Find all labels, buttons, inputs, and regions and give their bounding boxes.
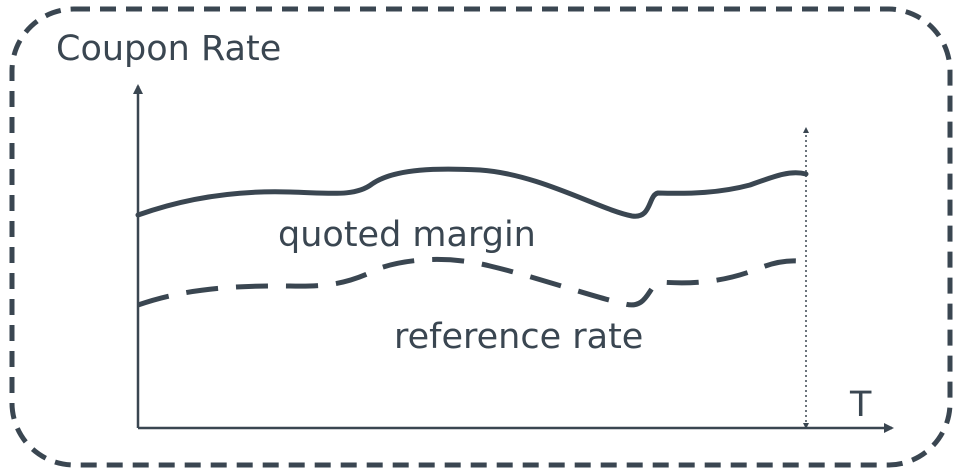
dashed-frame <box>9 6 953 468</box>
lower-curve-label: reference rate <box>394 317 643 357</box>
quoted-margin-curve <box>135 166 809 219</box>
y-axis-label: Coupon Rate <box>56 29 281 69</box>
reference-rate-curve <box>137 256 807 308</box>
upper-curve-label: quoted margin <box>278 215 536 255</box>
x-axis-label: T <box>849 385 872 425</box>
